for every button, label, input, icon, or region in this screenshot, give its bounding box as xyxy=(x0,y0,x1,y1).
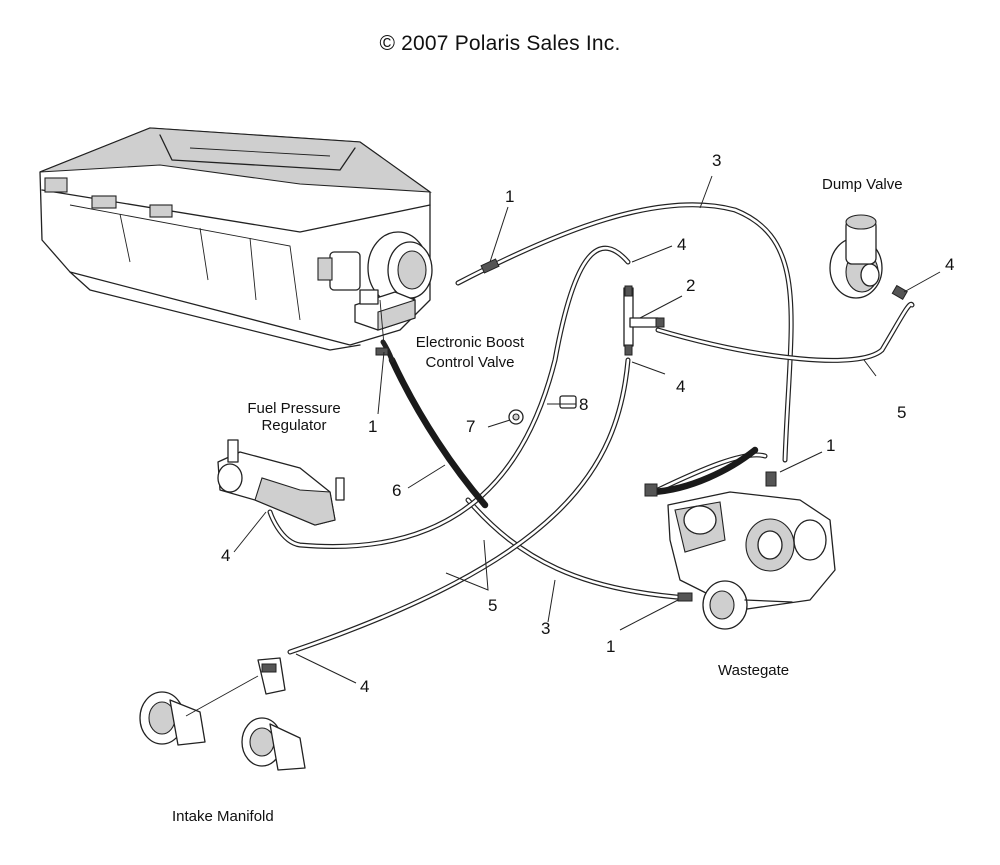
label-intake-manifold: Intake Manifold xyxy=(172,808,274,825)
callout-3-top: 3 xyxy=(712,151,722,170)
callout-2: 2 xyxy=(686,276,696,295)
callout-4-bottom: 4 xyxy=(360,677,370,696)
tee-fitting xyxy=(623,285,665,356)
label-wastegate: Wastegate xyxy=(718,662,790,679)
leader-lines xyxy=(233,175,941,684)
turbo-wastegate-illustration xyxy=(644,446,836,630)
callout-1-bottom: 1 xyxy=(606,637,616,656)
label-fuel-regulator-line2: Regulator xyxy=(261,417,327,434)
callout-7: 7 xyxy=(466,417,476,436)
callout-1-turbo: 1 xyxy=(826,436,836,455)
label-boost-valve-line1: Electronic Boost xyxy=(415,334,525,351)
airbox-illustration xyxy=(39,127,433,351)
restrictor-fittings xyxy=(375,258,777,602)
dump-valve-illustration xyxy=(829,214,908,301)
fuel-regulator-illustration xyxy=(217,439,345,526)
clamp-and-clip xyxy=(508,395,577,425)
callout-4-top: 4 xyxy=(677,235,687,254)
intake-manifold-illustration xyxy=(139,657,306,771)
callout-5-bottom: 5 xyxy=(488,596,498,615)
callout-5-right: 5 xyxy=(897,403,907,422)
callout-1-boost: 1 xyxy=(368,417,378,436)
callout-8: 8 xyxy=(579,395,589,414)
boost-control-valve-illustration xyxy=(354,289,416,346)
label-fuel-regulator-line1: Fuel Pressure xyxy=(247,400,341,417)
callout-1-top: 1 xyxy=(505,187,515,206)
label-boost-valve-line2: Control Valve xyxy=(425,354,515,371)
callout-4-mid: 4 xyxy=(676,377,686,396)
callout-3-bottom: 3 xyxy=(541,619,551,638)
label-dump-valve: Dump Valve xyxy=(822,176,903,193)
callout-4-dump: 4 xyxy=(945,255,955,274)
callout-6: 6 xyxy=(392,481,402,500)
hoses xyxy=(267,202,915,655)
callout-4-regulator: 4 xyxy=(221,546,231,565)
copyright-notice: © 2007 Polaris Sales Inc. xyxy=(379,32,621,55)
